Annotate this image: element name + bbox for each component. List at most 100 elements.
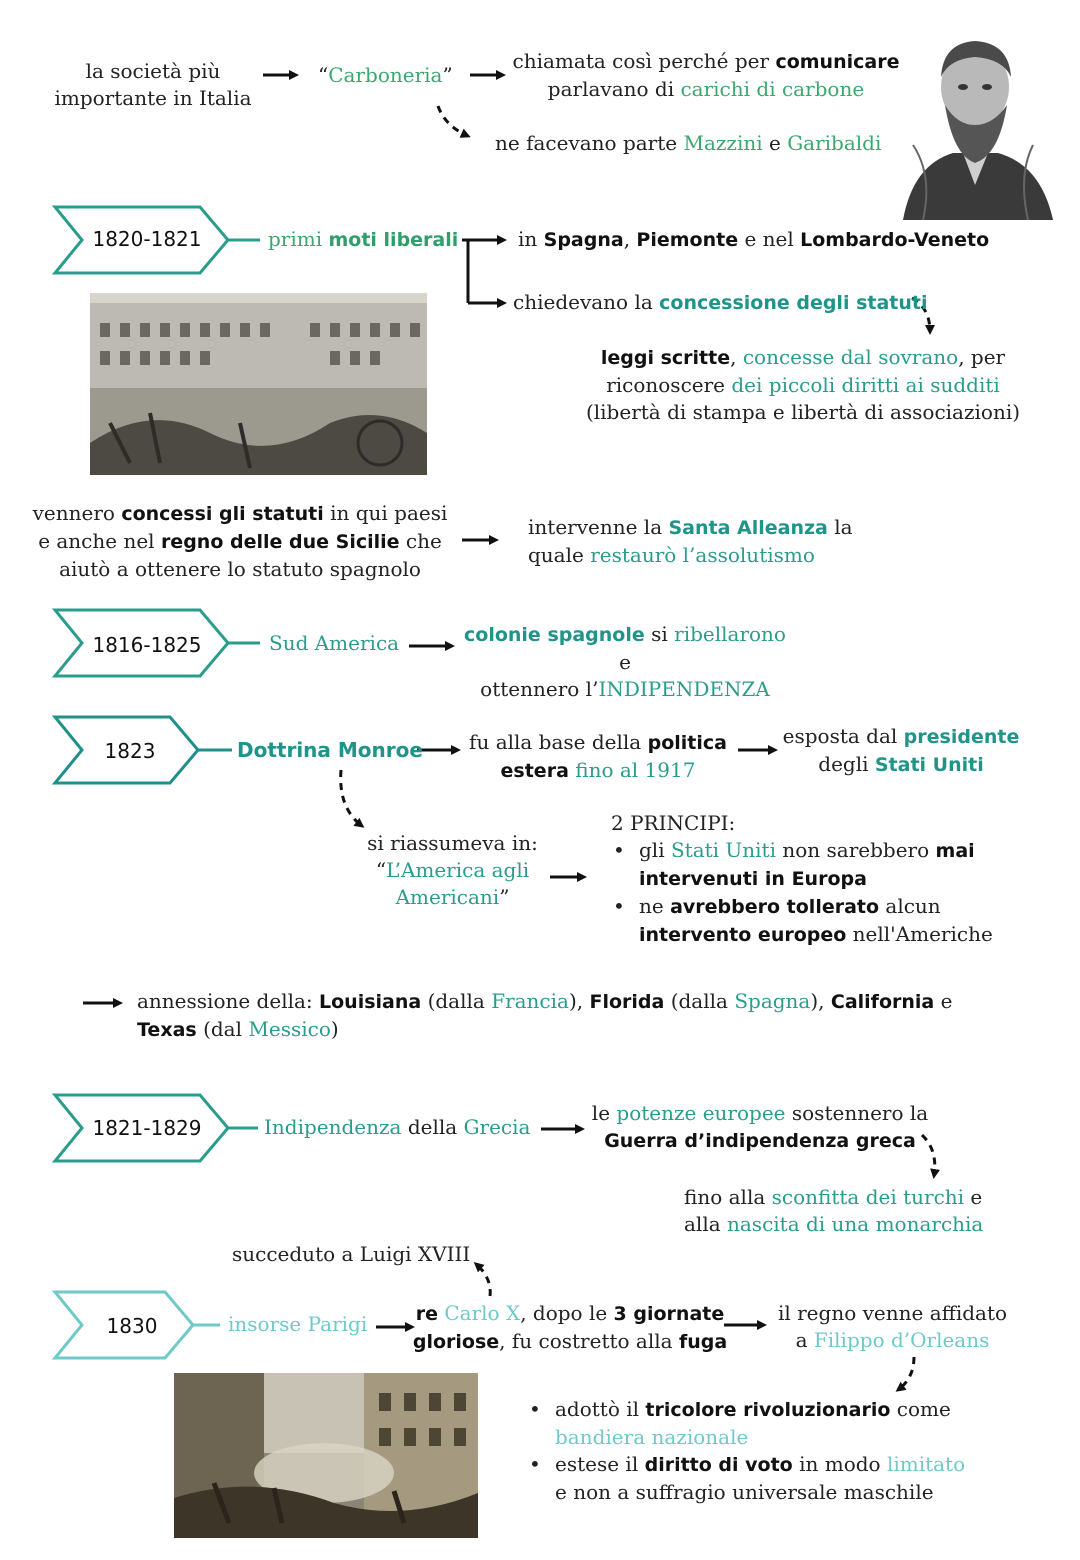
image-rivoluzione-1830 — [174, 1373, 478, 1538]
principi-list: gli Stati Uniti non sarebbero mai interv… — [611, 837, 1001, 949]
image-moti-1820 — [90, 293, 427, 475]
text: non sarebbero — [782, 838, 930, 862]
text-bold: avrebbero tollerato — [670, 896, 880, 918]
text: fu alla base della — [469, 730, 642, 754]
carboneria-title: “Carboneria” — [318, 62, 453, 89]
text: quale — [528, 543, 584, 567]
text: in modo — [799, 1452, 881, 1476]
arrow-dashed — [920, 1133, 941, 1179]
esposta-presidente: esposta dal presidente degli Stati Uniti — [782, 723, 1020, 779]
text-highlight: INDIPENDENZA — [598, 677, 770, 701]
date-1816-1825: 1816-1825 — [92, 633, 202, 657]
quote-mark: ” — [442, 63, 453, 87]
date-chevron — [51, 715, 232, 785]
text-bold: Lombardo-Veneto — [800, 229, 990, 251]
text: esposta dal — [782, 724, 898, 748]
text: , per — [958, 345, 1006, 369]
potenze-europee: le potenze europee sostennero la Guerra … — [585, 1100, 935, 1155]
text: chiedevano la — [513, 290, 653, 314]
quote-mark: “ — [375, 858, 387, 882]
text: in — [518, 227, 538, 251]
text-bold-highlight: moti liberali — [328, 229, 459, 251]
moti-countries: in Spagna, Piemonte e nel Lombardo-Venet… — [518, 226, 989, 254]
carboneria-why: chiamata così perché per comunicare parl… — [506, 48, 906, 103]
santa-alleanza: intervenne la Santa Alleanza la quale re… — [528, 514, 853, 569]
text-highlight: primi — [268, 227, 323, 251]
text: ottennero l’ — [480, 677, 599, 701]
statuti-concessi: vennero concessi gli statuti in qui paes… — [30, 500, 450, 583]
text: (dal — [203, 1017, 243, 1041]
text-highlight: fino al 1917 — [575, 758, 696, 782]
principi-title: 2 PRINCIPI: — [611, 811, 736, 835]
text: e — [970, 1185, 983, 1209]
date-chevron — [51, 608, 260, 678]
date-1830: 1830 — [106, 1314, 158, 1338]
text: riconoscere — [606, 373, 726, 397]
text: , fu costretto alla — [499, 1329, 673, 1353]
moti-liberali-title: primi moti liberali — [268, 226, 458, 254]
text: gli — [639, 838, 665, 862]
carboneria-left-text: la società più importante in Italia — [54, 59, 252, 110]
arrow-dashed — [473, 1262, 492, 1297]
text-bold: diritto di voto — [644, 1454, 793, 1476]
text: alcun — [885, 894, 941, 918]
text-highlight: ribellarono — [674, 622, 786, 646]
text: a — [795, 1328, 808, 1352]
text: si — [651, 622, 668, 646]
text-highlight: potenze europee — [616, 1101, 786, 1125]
portrait-garibaldi — [893, 25, 1058, 220]
riforme-list: adottò il tricolore rivoluzionario come … — [527, 1396, 977, 1506]
text-highlight: L’America agli Americani — [386, 858, 530, 909]
text-highlight: carichi di carbone — [680, 77, 865, 101]
succeduto-luigi: succeduto a Luigi XVIII — [232, 1242, 471, 1266]
text: il regno venne affidato — [777, 1301, 1008, 1325]
text: , dopo le — [520, 1301, 608, 1325]
arrow-dashed — [339, 769, 365, 828]
text: che — [405, 529, 442, 553]
text-bold: gloriose — [412, 1331, 500, 1353]
text-highlight: Stati Uniti — [670, 838, 776, 862]
carboneria-description: la società più importante in Italia — [40, 58, 266, 112]
text: della — [407, 1115, 458, 1139]
text-bold: re — [415, 1303, 438, 1325]
text-bold: California — [830, 991, 935, 1013]
text-bold: estera — [500, 760, 569, 782]
text-bold-highlight: Stati Uniti — [874, 754, 984, 776]
date-chevron — [51, 1290, 220, 1360]
statuti-definition: leggi scritte, concesse dal sovrano, per… — [580, 344, 1026, 426]
text-highlight: Francia — [491, 989, 569, 1013]
text: (dalla — [670, 989, 728, 1013]
text: e nel — [744, 227, 794, 251]
text: degli — [818, 752, 869, 776]
text-bold: tricolore rivoluzionario — [645, 1399, 891, 1421]
text-highlight: Grecia — [463, 1115, 531, 1139]
text-highlight: nascita di una monarchia — [727, 1212, 984, 1236]
text-highlight: Spagna — [734, 989, 811, 1013]
text-bold-highlight: colonie spagnole — [464, 624, 645, 646]
arrow-dashed — [895, 1356, 916, 1392]
text-bold: politica — [647, 732, 727, 754]
text-bold: fuga — [678, 1331, 728, 1353]
text: ) — [330, 1017, 339, 1041]
text-highlight: Indipendenza — [264, 1115, 402, 1139]
colonie-spagnole: colonie spagnole si ribellarono e ottenn… — [455, 621, 795, 703]
text-bold: regno delle due Sicilie — [160, 531, 400, 553]
text: ), — [810, 989, 825, 1013]
text-highlight: Garibaldi — [787, 131, 882, 155]
insorse-parigi: insorse Parigi — [228, 1312, 368, 1336]
text: e — [940, 989, 953, 1013]
text: come — [896, 1397, 951, 1421]
text: e non a suffragio universale maschile — [555, 1480, 934, 1504]
politica-estera: fu alla base della politica estera fino … — [462, 729, 734, 785]
quote-mark: “ — [318, 63, 329, 87]
date-chevron — [51, 205, 260, 275]
text: vennero — [32, 501, 115, 525]
text: e — [619, 650, 631, 674]
text-bold-highlight: Santa Alleanza — [668, 517, 828, 539]
text: ne — [639, 894, 664, 918]
text: estese il — [555, 1452, 639, 1476]
filippo-orleans: il regno venne affidato a Filippo d’Orle… — [770, 1300, 1015, 1354]
text: chiamata così perché per — [512, 49, 770, 73]
text-highlight: limitato — [886, 1452, 966, 1476]
